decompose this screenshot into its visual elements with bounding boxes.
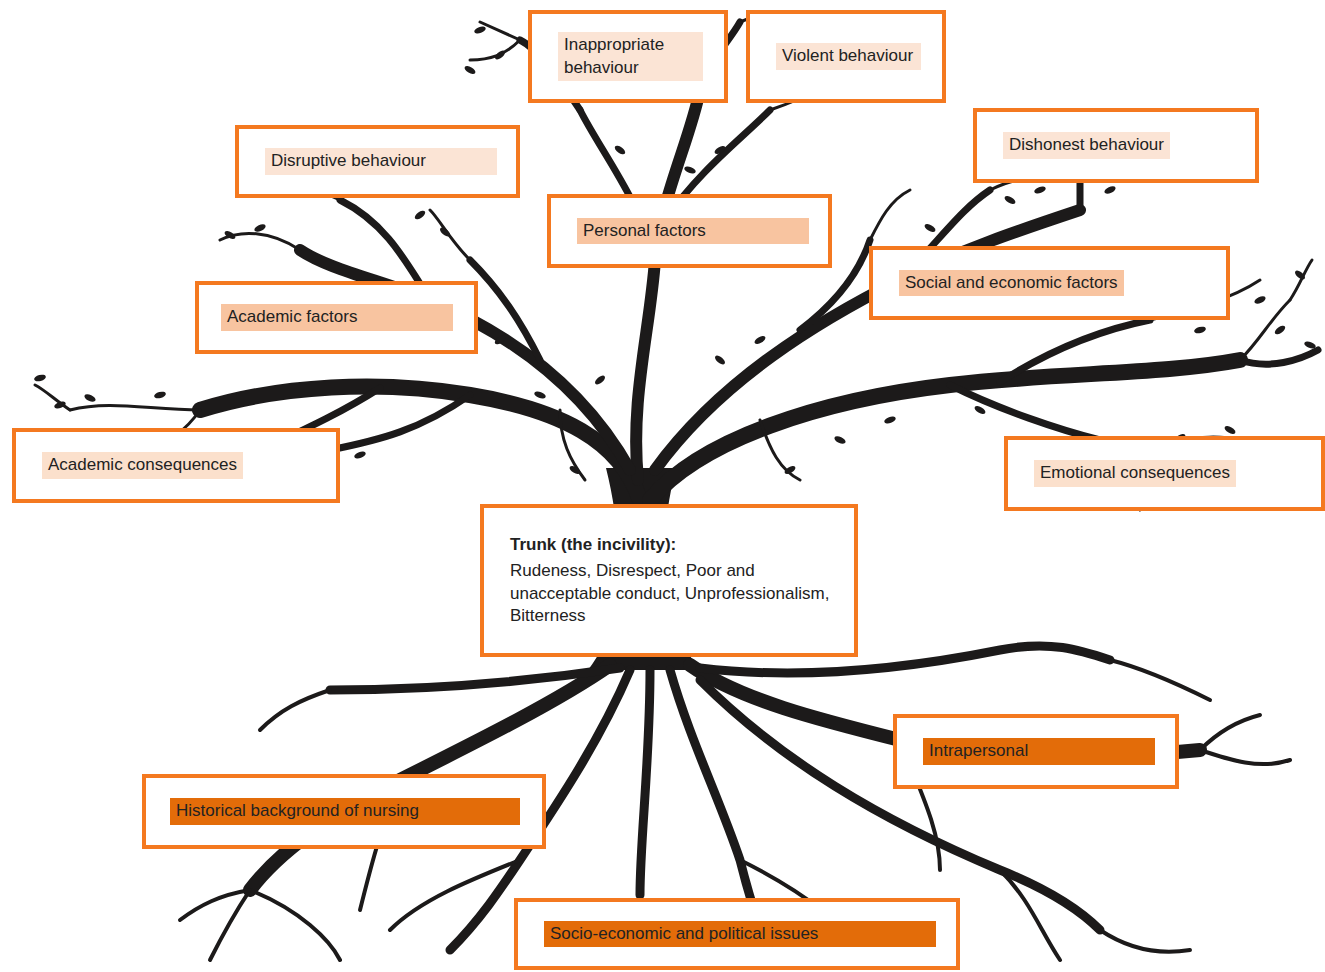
box-label: Intrapersonal [923, 738, 1155, 764]
behaviour-box: Inappropriate behaviour [528, 10, 728, 103]
box-label: Academic consequences [42, 452, 243, 478]
consequence-box: Academic consequences [12, 428, 340, 503]
tree-leaf [783, 464, 796, 475]
tree-limb [1290, 260, 1312, 300]
tree-limb [250, 890, 340, 960]
tree-leaf [1003, 194, 1016, 205]
box-label: Historical background of nursing [170, 798, 520, 824]
tree-limb [470, 260, 540, 360]
tree-leaf [883, 415, 896, 425]
tree-limb [640, 670, 650, 895]
tree-leaf [753, 334, 766, 345]
tree-leaf [613, 144, 626, 156]
box-label: Violent behaviour [776, 43, 921, 69]
tree-limb [180, 890, 250, 920]
tree-leaf [473, 25, 486, 35]
tree-leaf [713, 144, 726, 155]
box-label: Social and economic factors [899, 270, 1124, 296]
tree-limb [35, 385, 70, 410]
tree-leaf [1033, 185, 1046, 195]
root-box: Intrapersonal [893, 714, 1179, 789]
root-box: Socio-economic and political issues [514, 898, 960, 970]
tree-limb [390, 860, 520, 930]
box-label: Dishonest behaviour [1003, 132, 1170, 158]
tree-limb [260, 690, 330, 730]
factor-box: Social and economic factors [869, 246, 1230, 320]
tree-limb [1240, 300, 1290, 360]
behaviour-box: Violent behaviour [746, 10, 946, 103]
tree-limb [560, 410, 585, 480]
tree-limb [470, 40, 520, 60]
tree-limb [870, 190, 910, 240]
tree-leaf [1273, 324, 1286, 336]
box-label: Socio-economic and political issues [544, 921, 936, 947]
tree-leaf [253, 223, 266, 234]
tree-leaf [493, 49, 506, 61]
tree-leaf [353, 450, 366, 460]
tree-leaf [1253, 295, 1266, 306]
tree-limb [760, 420, 800, 480]
box-label: Academic factors [221, 304, 453, 330]
tree-leaf [833, 435, 846, 446]
tree-leaf [413, 209, 426, 221]
tree-leaf [438, 226, 451, 238]
tree-leaf [1223, 424, 1236, 435]
tree-leaf [1193, 326, 1206, 335]
tree-limb [1077, 180, 1084, 210]
tree-limb [1240, 350, 1318, 364]
tree-limb [1000, 870, 1060, 960]
tree-leaf [153, 391, 166, 400]
factor-box: Academic factors [195, 281, 478, 354]
consequence-box: Emotional consequences [1004, 436, 1325, 511]
tree-leaf [493, 334, 506, 346]
tree-leaf [83, 393, 96, 404]
tree-limb [1100, 930, 1190, 952]
tree-limb [430, 210, 470, 260]
tree-limb [480, 22, 520, 40]
tree-leaf [33, 374, 46, 383]
box-label: Disruptive behaviour [265, 148, 497, 174]
behaviour-box: Disruptive behaviour [235, 125, 520, 198]
tree-leaf [53, 400, 66, 410]
trunk-heading: Trunk (the incivility): [510, 534, 830, 556]
tree-leaf [1293, 269, 1306, 281]
tree-leaf [533, 390, 546, 400]
factor-box: Personal factors [547, 194, 832, 268]
tree-limb [1200, 750, 1290, 764]
tree-leaf [593, 374, 606, 386]
tree-limb [950, 385, 1100, 440]
tree-limb [70, 406, 200, 410]
box-label: Emotional consequences [1034, 460, 1236, 486]
tree-limb [330, 668, 620, 690]
tree-leaf [923, 222, 936, 233]
box-label: Personal factors [577, 218, 809, 244]
trunk-box: Trunk (the incivility): Rudeness, Disresp… [480, 504, 858, 657]
tree-limb [1000, 320, 1150, 382]
root-box: Historical background of nursing [142, 774, 546, 849]
behaviour-box: Dishonest behaviour [973, 108, 1259, 183]
box-label: Inappropriate behaviour [558, 32, 703, 80]
tree-leaf [1103, 185, 1116, 196]
tree-leaf [223, 229, 236, 240]
tree-leaf [1303, 340, 1316, 350]
tree-leaf [683, 165, 696, 175]
tree-leaf [973, 404, 986, 415]
trunk-body: Rudeness, Disrespect, Poor and unaccepta… [510, 560, 830, 626]
tree-limb [1110, 660, 1210, 700]
tree-leaf [463, 64, 476, 75]
tree-leaf [568, 464, 581, 475]
tree-limb [1200, 715, 1260, 750]
tree-leaf [713, 354, 726, 366]
